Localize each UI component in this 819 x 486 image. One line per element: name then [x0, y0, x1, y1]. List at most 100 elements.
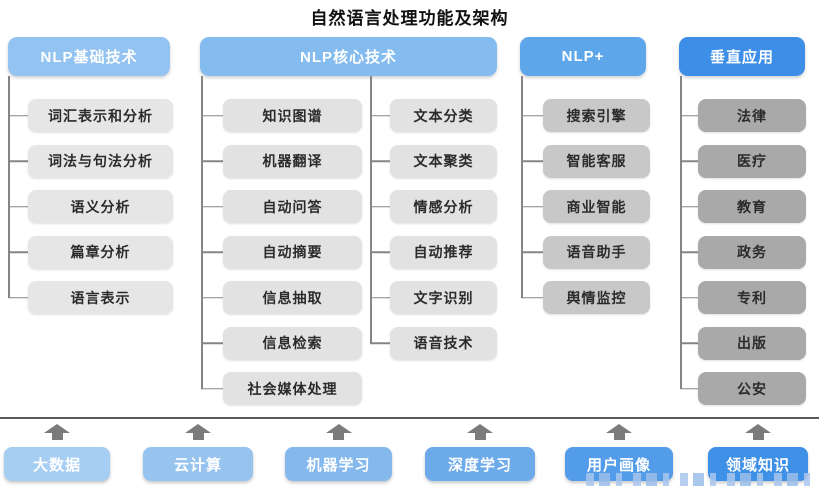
connector-tick	[680, 387, 698, 390]
tree-item: 文本聚类	[370, 144, 497, 178]
tree-item: 法律	[679, 99, 806, 132]
connector-tick	[370, 342, 390, 344]
connector-tick	[201, 342, 223, 344]
connector-tick	[370, 114, 390, 117]
connector-tick	[680, 114, 698, 117]
tree-item: 公安	[679, 372, 806, 405]
item-list-nlp-core-right: 文本分类 文本聚类 情感分析 自动推荐	[370, 99, 497, 360]
tree-item-box: 社会媒体处理	[223, 372, 362, 405]
tree-item-box: 情感分析	[390, 190, 497, 223]
tree-vertical-apps: 法律 医疗 教育 政务	[679, 76, 806, 405]
column-header-nlp-plus: NLP+	[520, 37, 646, 76]
tree-item-box: 自动推荐	[390, 235, 497, 269]
up-arrow-icon	[325, 424, 353, 440]
tree-item-box: 语音技术	[390, 326, 497, 360]
item-list-vertical-apps: 法律 医疗 教育 政务	[679, 99, 806, 405]
connector-tick	[680, 160, 698, 162]
arrow-stem	[613, 433, 625, 440]
tree-item-box: 文本聚类	[390, 144, 497, 178]
tree-item: 词法与句法分析	[8, 144, 173, 178]
connector-tick	[680, 205, 698, 208]
tree-item-box: 商业智能	[543, 190, 650, 223]
tree-item-box: 知识图谱	[223, 99, 362, 132]
tree-item-box: 词汇表示和分析	[28, 99, 173, 132]
tree-item: 语义分析	[8, 190, 173, 223]
tree-item: 知识图谱	[200, 99, 362, 132]
connector-tick	[201, 296, 223, 299]
connector-tick	[201, 114, 223, 117]
connector-tick	[8, 114, 28, 117]
tree-nlp-plus: 搜索引擎 智能客服 商业智能 语音助手	[520, 76, 650, 314]
tree-item-box: 词法与句法分析	[28, 144, 173, 178]
connector-tick	[201, 205, 223, 208]
tree-item-box: 智能客服	[543, 144, 650, 178]
foundation-unit-deep-learning: 深度学习	[425, 417, 535, 486]
arrow-stem	[333, 433, 344, 440]
arrow-head	[185, 424, 211, 433]
connector-tick	[8, 296, 28, 299]
connector-tick	[8, 251, 28, 253]
tree-item-box: 搜索引擎	[543, 99, 650, 132]
tree-item: 专利	[679, 281, 806, 314]
foundation-box: 大数据	[4, 447, 110, 481]
up-arrow-icon	[605, 424, 633, 440]
tree-item: 搜索引擎	[520, 99, 650, 132]
connector-rail	[8, 76, 10, 298]
foundation-box: 机器学习	[285, 447, 392, 481]
connector-rail	[370, 76, 372, 343]
tree-item-box: 教育	[698, 190, 806, 223]
connector-tick	[370, 296, 390, 299]
connector-tick	[521, 160, 543, 162]
connector-tick	[680, 342, 698, 344]
arrow-stem	[474, 433, 486, 440]
arrow-stem	[192, 433, 204, 440]
arrow-head	[44, 424, 70, 433]
tree-item-box: 政务	[698, 235, 806, 269]
tree-item: 出版	[679, 326, 806, 360]
item-list-nlp-basic: 词汇表示和分析 词法与句法分析 语义分析 篇章分析	[8, 99, 173, 314]
tree-item: 机器翻译	[200, 144, 362, 178]
tree-item: 文本分类	[370, 99, 497, 132]
connector-rail	[521, 76, 523, 298]
up-arrow-icon	[744, 424, 772, 440]
connector-tick	[680, 296, 698, 299]
foundation-box: 云计算	[143, 447, 253, 481]
foundation-box: 深度学习	[425, 447, 535, 481]
connector-tick	[8, 205, 28, 208]
connector-tick	[521, 205, 543, 208]
column-vertical-apps: 垂直应用 法律 医疗 教育	[679, 37, 806, 405]
tree-item-box: 篇章分析	[28, 235, 173, 269]
connector-tick	[370, 160, 390, 162]
tree-item: 自动推荐	[370, 235, 497, 269]
column-nlp-core: NLP核心技术 知识图谱 机器翻译	[200, 37, 497, 405]
connector-rail	[680, 76, 682, 389]
arrow-head	[606, 424, 632, 433]
foundation-unit-cloud: 云计算	[143, 417, 253, 486]
tree-item-box: 自动摘要	[223, 235, 362, 269]
tree-item-box: 舆情监控	[543, 281, 650, 314]
tree-item-box: 文字识别	[390, 281, 497, 314]
column-header-vertical-apps: 垂直应用	[679, 37, 805, 76]
connector-tick	[201, 387, 223, 390]
connector-tick	[201, 160, 223, 162]
tree-item-box: 自动问答	[223, 190, 362, 223]
arrow-stem	[51, 433, 63, 440]
diagram-title: 自然语言处理功能及架构	[310, 9, 509, 28]
tree-item: 社会媒体处理	[200, 372, 362, 405]
tree-item-box: 信息抽取	[223, 281, 362, 314]
item-list-nlp-plus: 搜索引擎 智能客服 商业智能 语音助手	[520, 99, 650, 314]
column-header-nlp-basic: NLP基础技术	[8, 37, 170, 76]
tree-item: 情感分析	[370, 190, 497, 223]
arrow-head	[745, 424, 771, 433]
tree-item: 词汇表示和分析	[8, 99, 173, 132]
connector-tick	[521, 251, 543, 253]
connector-tick	[8, 160, 28, 162]
tree-item: 智能客服	[520, 144, 650, 178]
tree-item: 信息抽取	[200, 281, 362, 314]
up-arrow-icon	[43, 424, 71, 440]
tree-item: 舆情监控	[520, 281, 650, 314]
tree-item: 自动摘要	[200, 235, 362, 269]
up-arrow-icon	[184, 424, 212, 440]
watermark	[586, 473, 812, 486]
